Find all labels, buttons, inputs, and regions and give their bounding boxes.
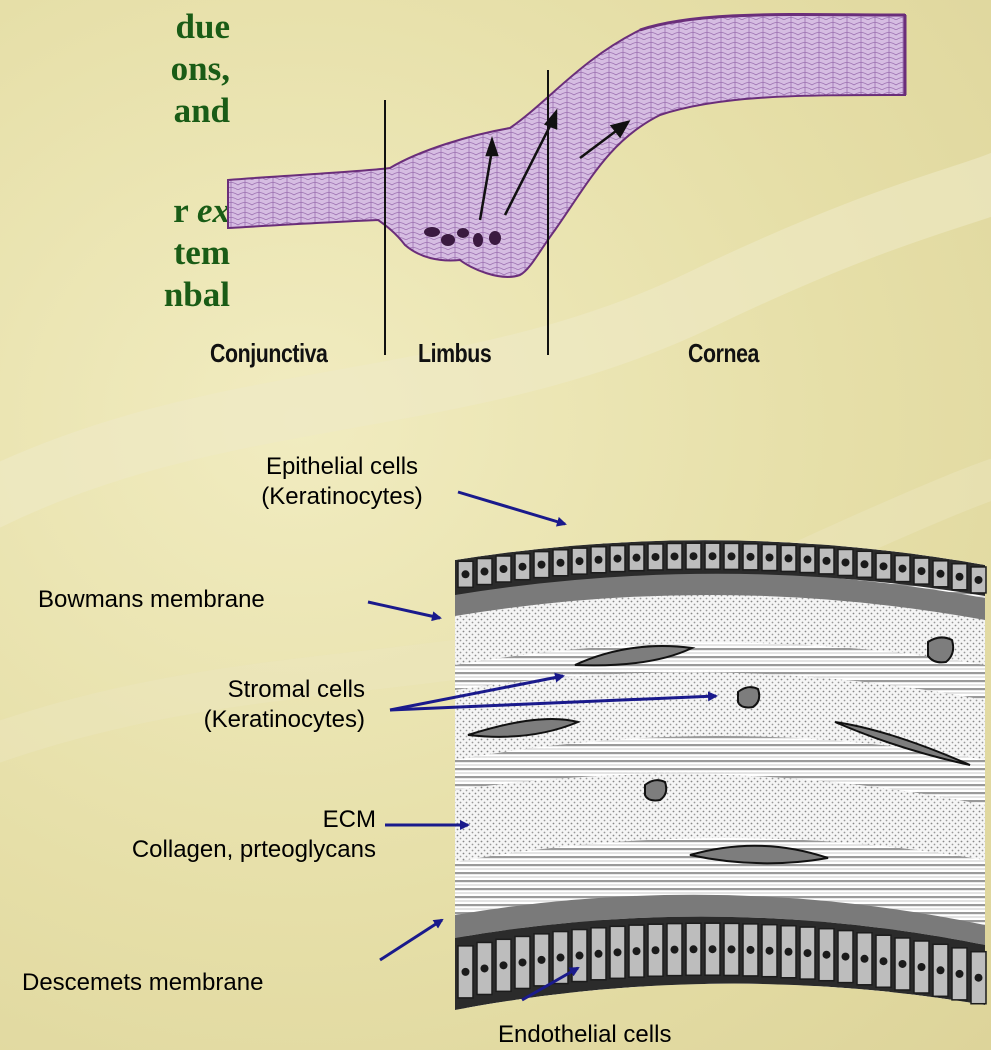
- arrow-epithelial: [458, 492, 565, 524]
- arrow-endothelial: [522, 968, 578, 1000]
- arrow-stromal-2: [390, 696, 716, 710]
- arrow-bowmans: [368, 602, 440, 618]
- arrow-descemets: [380, 920, 442, 960]
